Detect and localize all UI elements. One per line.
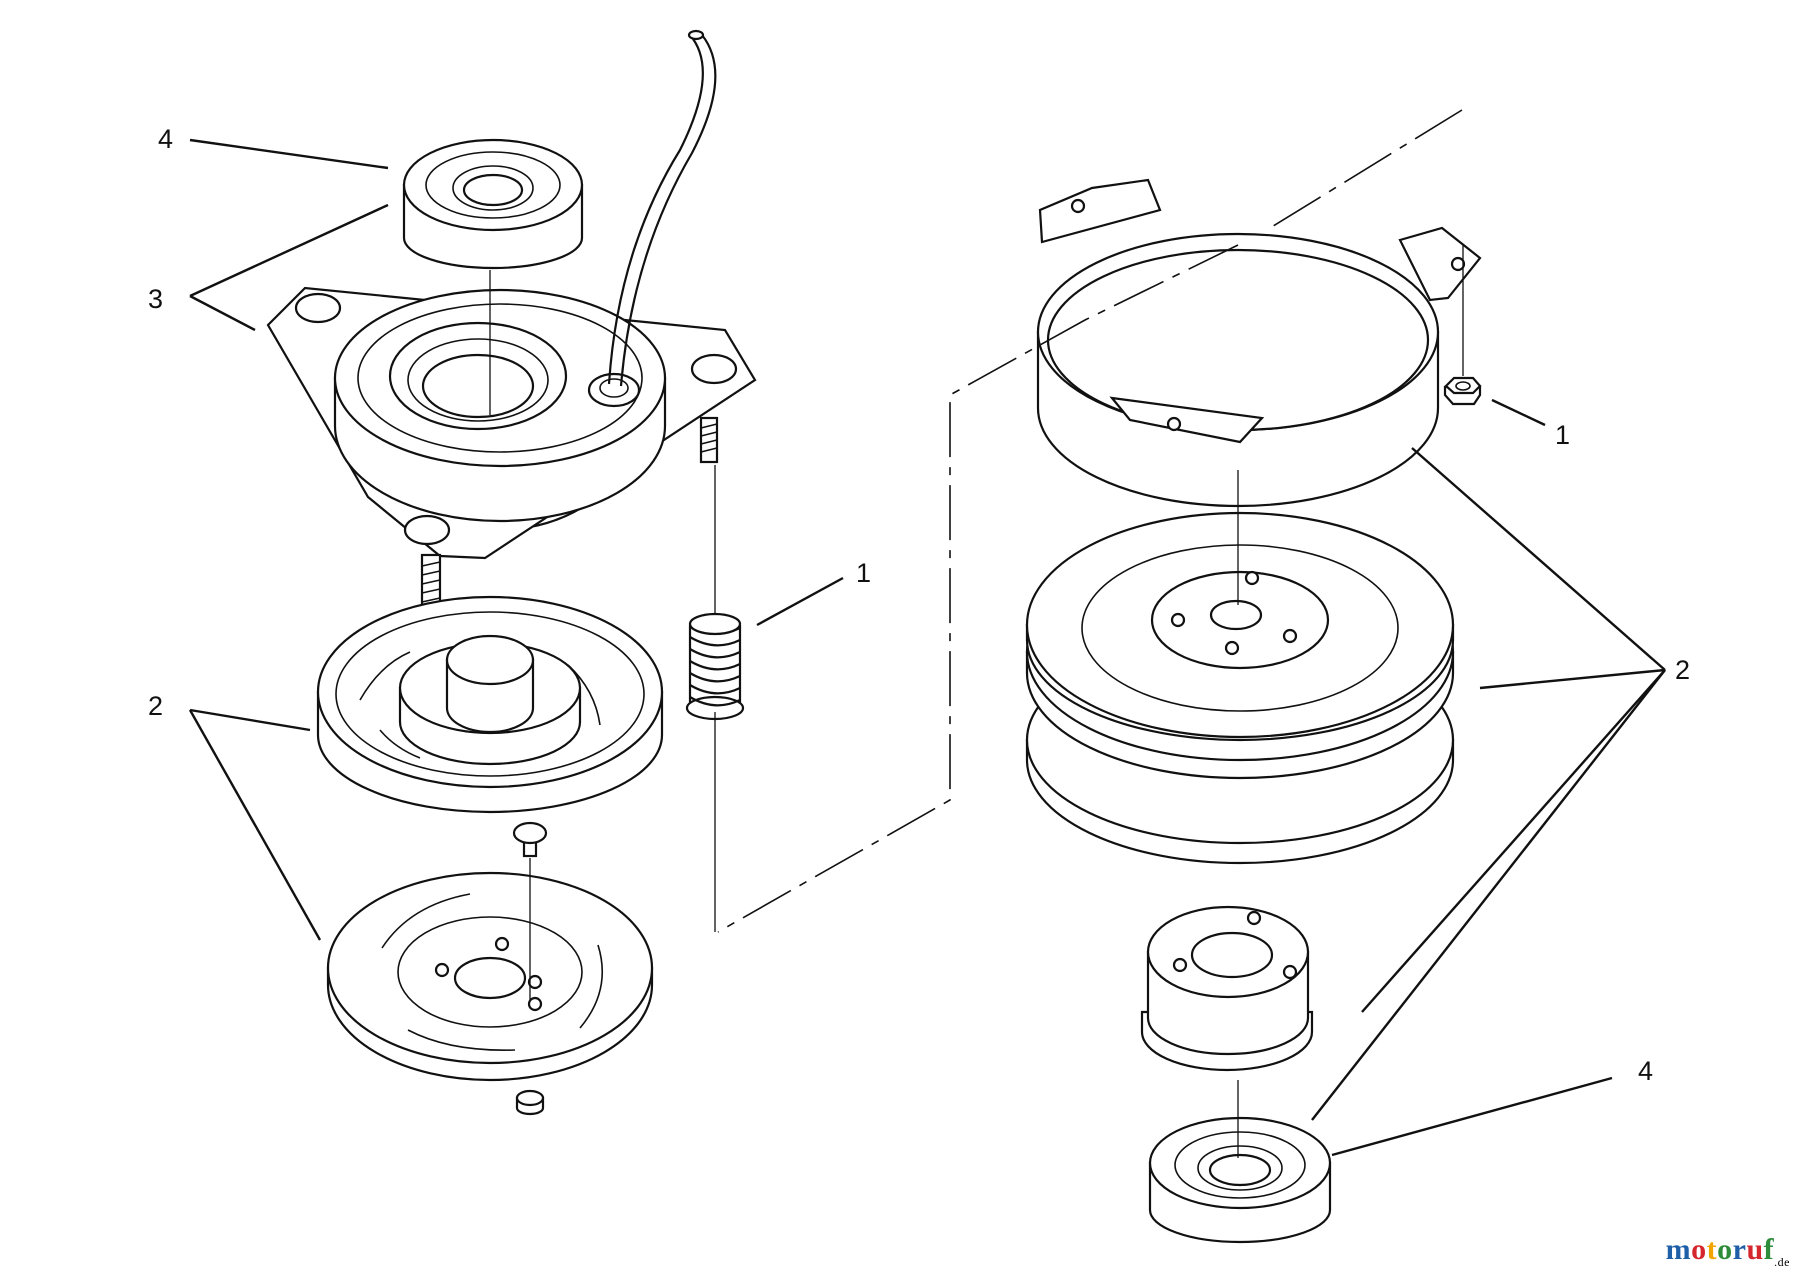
callout-2-right: 2 (1675, 655, 1690, 685)
watermark-logo: motoruf.de (1666, 1233, 1790, 1270)
watermark-suffix: .de (1774, 1255, 1790, 1269)
callout-4-left: 4 (158, 124, 173, 154)
spring (685, 612, 745, 721)
pulley-hub (1140, 905, 1314, 1072)
alignment-line (717, 109, 1463, 933)
mounting-screw (699, 416, 719, 464)
field-coil-housing (266, 286, 757, 560)
hex-nut (1443, 376, 1482, 406)
callout-2-left: 2 (148, 691, 163, 721)
callout-3: 3 (148, 284, 163, 314)
armature-plate (326, 871, 654, 1082)
rivet (515, 1089, 545, 1116)
callout-4-right: 4 (1638, 1056, 1653, 1086)
leader-lines (188, 138, 1666, 1157)
callout-1-left: 1 (856, 558, 871, 588)
left-bearing (402, 138, 584, 270)
watermark-text: motoruf (1665, 1233, 1775, 1266)
right-bearing (1148, 1116, 1332, 1244)
clutch-shield (1036, 178, 1482, 508)
rivet (512, 821, 548, 858)
armature-rotor (316, 595, 664, 814)
pulley (1025, 511, 1455, 865)
callout-1-right: 1 (1555, 420, 1570, 450)
coil-wire (607, 29, 717, 387)
